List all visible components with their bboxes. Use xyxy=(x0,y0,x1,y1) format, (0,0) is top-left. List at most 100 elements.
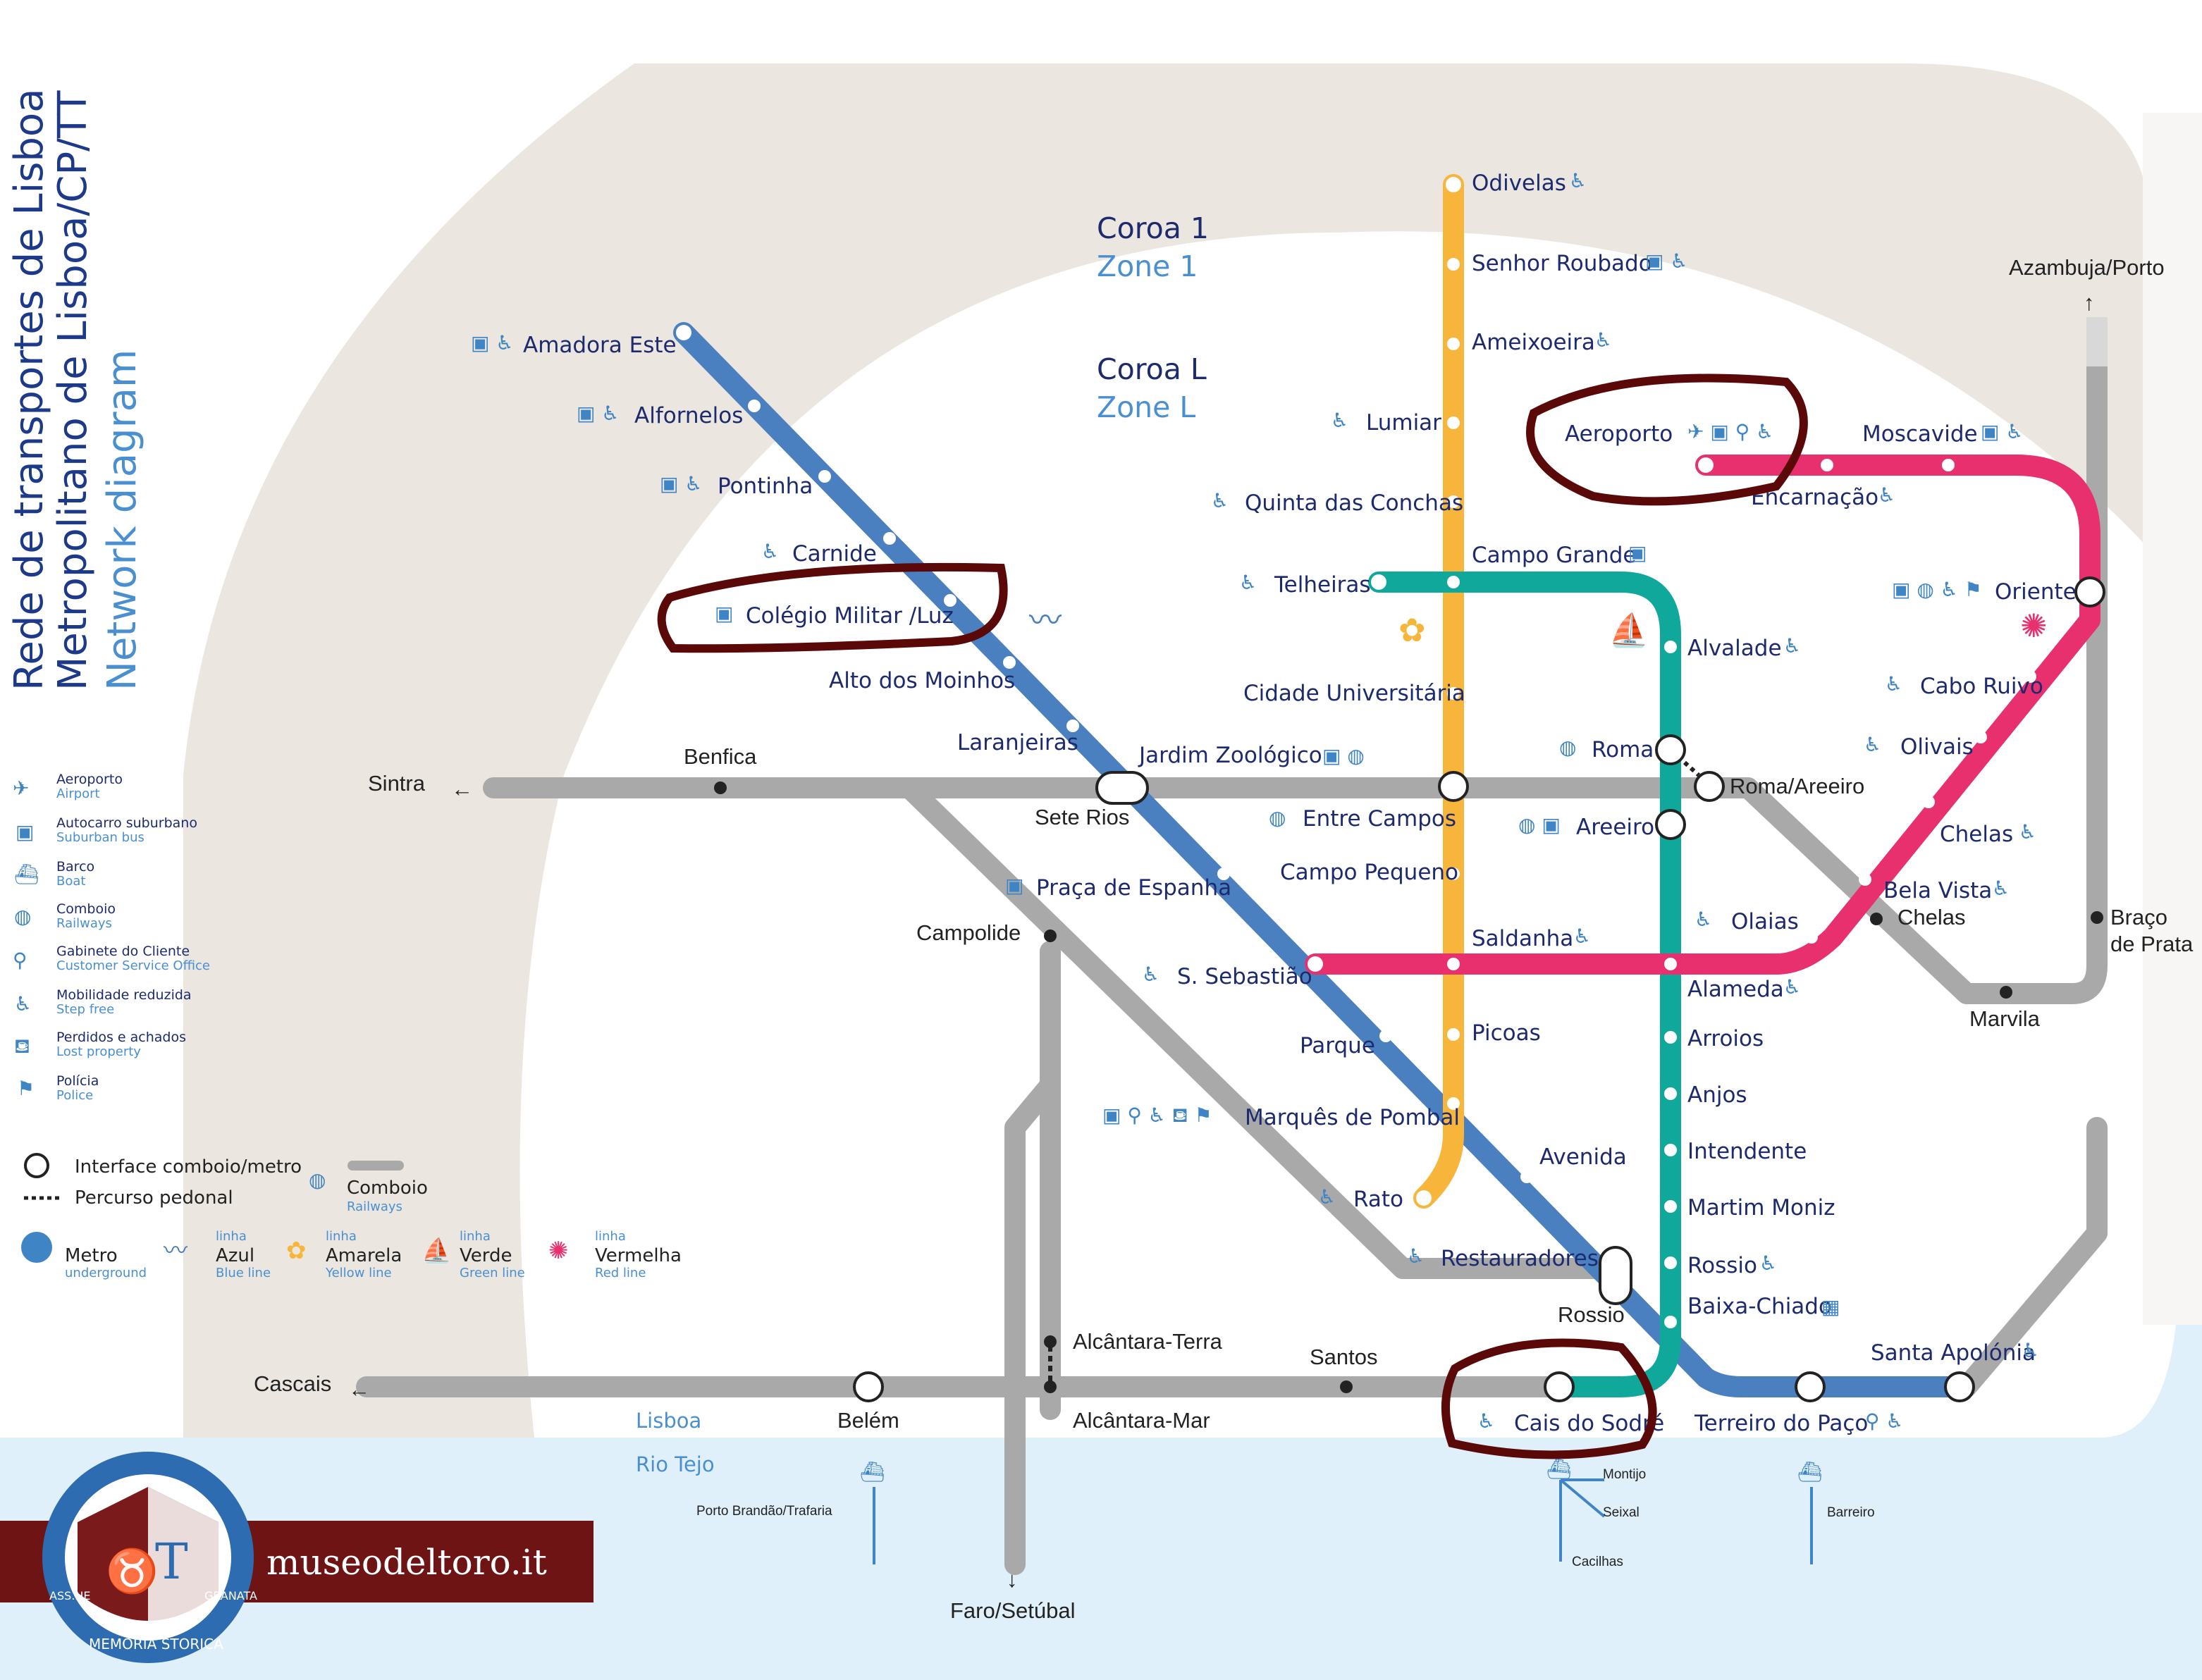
legend-linha-azul: linha xyxy=(216,1229,247,1244)
station-avenida: Avenida xyxy=(1539,1144,1627,1170)
lost-property-icon: ⛾ xyxy=(14,1034,30,1058)
rail-roma-areeiro: Roma/Areeiro xyxy=(1730,774,1864,798)
station-laranjeiras: Laranjeiras xyxy=(957,730,1078,755)
zone-zone1: Zone 1 xyxy=(1097,249,1198,283)
station-santa-apolonia: Santa Apolónia xyxy=(1871,1340,2036,1366)
compass-icon: ✺ xyxy=(548,1237,569,1265)
interchanges xyxy=(853,576,2105,1402)
river-lisboa: Lisboa xyxy=(636,1409,701,1433)
legend-vermelha: Vermelha xyxy=(595,1245,682,1266)
accessible-icon: ♿ xyxy=(1878,483,1895,507)
highlight-marks xyxy=(657,373,1808,1459)
station-odivelas: Odivelas xyxy=(1472,171,1566,196)
accessible-icon: ♿ xyxy=(1331,409,1348,432)
accessible-icon: ♿ xyxy=(1573,925,1591,948)
accessible-icon: ♿ xyxy=(761,540,779,563)
bull-icon: ♉ xyxy=(106,1547,159,1596)
boat-icon: ⛴ xyxy=(14,863,39,886)
legend-railways: Railways xyxy=(347,1199,402,1214)
boat-icon: ⛴ xyxy=(1797,1460,1823,1483)
station-chelas: Chelas xyxy=(1940,822,2013,847)
train-icon: ◍ xyxy=(1559,736,1576,759)
station-marques-de-pombal: Marquês de Pombal xyxy=(1245,1105,1460,1130)
direction-sintra: Sintra xyxy=(368,771,426,796)
accessible-icon: ♿ xyxy=(1992,877,2010,900)
station-cais-do-sodre: Cais do Sodré xyxy=(1514,1411,1664,1436)
ship-icon: ⛵ xyxy=(1609,611,1649,649)
logo-memoria: MEMORIA STORICA xyxy=(89,1636,223,1653)
legend-boat-en: Boat xyxy=(56,874,85,889)
station-rato: Rato xyxy=(1353,1187,1403,1212)
arrow-up-icon: ↑ xyxy=(2084,290,2095,315)
station-telheiras: Telheiras xyxy=(1274,572,1371,598)
station-picoas: Picoas xyxy=(1472,1020,1541,1046)
rail-campolide: Campolide xyxy=(916,920,1021,945)
legend-verde: Verde xyxy=(460,1245,512,1266)
police-icon: ⚑ xyxy=(17,1077,35,1100)
legend-customer-en: Customer Service Office xyxy=(56,958,210,973)
boat-service-icons: ⚲ ♿ xyxy=(1865,1409,1904,1433)
ferry-seixal: Seixal xyxy=(1603,1505,1640,1520)
arrow-left-icon: ← xyxy=(451,777,473,801)
accessible-icon: ♿ xyxy=(1885,672,1902,696)
legend-boat: Barco xyxy=(56,859,94,875)
ferry-routes xyxy=(873,1478,1813,1564)
accessible-icon: ♿ xyxy=(1864,733,1881,756)
yellow-line-labels: Odivelas ♿ Senhor Roubado ▣ ♿ Ameixoeira… xyxy=(1211,169,1687,1212)
station-entre-campos: Entre Campos xyxy=(1303,806,1456,832)
accessible-icon: ♿ xyxy=(1211,489,1229,512)
rail-labels: Benfica Sete Rios Roma/Areeiro Campolide… xyxy=(684,744,2194,1433)
rail-belem: Belém xyxy=(837,1408,899,1433)
customer-service-icon: ⚲ xyxy=(13,949,27,972)
green-line-labels: ♿ Telheiras Alvalade ♿ ◍ Roma ◍ ▣ Areeir… xyxy=(1239,571,1835,1436)
legend-lost: Perdidos e achados xyxy=(56,1030,186,1045)
legend-bus-en: Suburban bus xyxy=(56,830,144,845)
title-line-2: Metropolitano de Lisboa/CP/TT xyxy=(50,90,96,691)
legend-airport-en: Airport xyxy=(56,786,100,801)
rail-santos: Santos xyxy=(1310,1345,1378,1369)
station-carnide: Carnide xyxy=(792,541,877,567)
rail-benfica: Benfica xyxy=(684,744,757,769)
station-ameixoeira: Ameixoeira xyxy=(1472,330,1595,355)
station-saldanha: Saldanha xyxy=(1472,926,1573,951)
station-alameda: Alameda xyxy=(1687,977,1784,1002)
rail-marvila: Marvila xyxy=(1969,1006,2041,1031)
station-jardim-zoologico: Jardim Zoológico xyxy=(1138,743,1322,768)
accessible-icon: ♿ xyxy=(2022,1339,2039,1362)
oriente-service-icons: ▣ ◍ ♿ ⚑ xyxy=(1892,578,1982,601)
station-alvalade: Alvalade xyxy=(1687,636,1782,661)
train-icon: ◍ xyxy=(1269,806,1286,829)
ferry-porto-brandao: Porto Brandão/Trafaria xyxy=(696,1504,832,1519)
bus-accessible-icons: ▣ ♿ xyxy=(577,402,619,425)
boat-icon: ⛴ xyxy=(1546,1457,1572,1481)
bus-icon: ▣ xyxy=(1628,541,1647,564)
train-bus-icons: ◍ ▣ xyxy=(1518,813,1561,836)
bus-icon: ▣ xyxy=(1005,874,1023,897)
station-colegio-militar: Colégio Militar /Luz xyxy=(746,603,954,629)
train-icon: ◍ xyxy=(14,905,31,928)
station-martim-moniz: Martim Moniz xyxy=(1687,1195,1835,1221)
bus-icon: ▣ xyxy=(16,820,34,844)
station-cidade-universitaria: Cidade Universitária xyxy=(1243,681,1465,706)
direction-faro: Faro/Setúbal xyxy=(950,1598,1076,1623)
station-quinta-das-conchas: Quinta das Conchas xyxy=(1245,490,1463,516)
bus-accessible-icons: ▣ ♿ xyxy=(1981,420,2023,443)
legend-train-en: Railways xyxy=(56,916,112,931)
metro-interchange-icon: ▦ xyxy=(1821,1295,1840,1318)
zone-zoneL: Zone L xyxy=(1097,390,1195,424)
blue-line-labels: ▣ ♿ Amadora Este ▣ ♿ Alfornelos ▣ ♿ Pont… xyxy=(471,331,2039,1436)
station-bela-vista: Bela Vista xyxy=(1883,878,1992,903)
legend-bus: Autocarro suburbano xyxy=(56,815,197,831)
station-intendente: Intendente xyxy=(1687,1139,1807,1164)
legend-metro: Metro xyxy=(65,1245,118,1266)
rail-alcantara-mar: Alcântara-Mar xyxy=(1073,1408,1210,1433)
title-line-1: Rede de transportes de Lisboa xyxy=(6,89,52,691)
station-alto-dos-moinhos: Alto dos Moinhos xyxy=(829,668,1015,693)
station-campo-grande: Campo Grande xyxy=(1472,543,1637,568)
station-campo-pequeno: Campo Pequeno xyxy=(1280,860,1458,885)
accessible-icon: ♿ xyxy=(1318,1185,1336,1209)
compass-icon: ✺ xyxy=(2020,607,2048,645)
station-lumiar: Lumiar xyxy=(1366,410,1441,436)
accessible-icon: ♿ xyxy=(14,992,32,1015)
